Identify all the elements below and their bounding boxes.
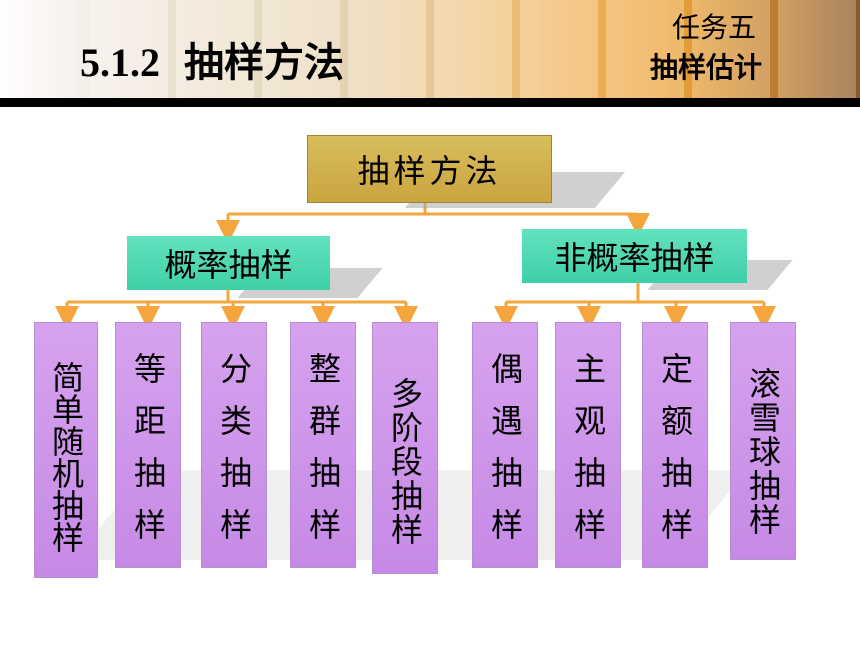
leaf-quota: 定额抽样 — [642, 322, 708, 568]
leaf-label: 偶遇抽样 — [486, 352, 524, 560]
page-title: 5.1.2 抽样方法 — [80, 30, 344, 88]
leaf-stratified: 分类抽样 — [201, 322, 267, 568]
leaf-multistage: 多阶段抽样 — [372, 322, 438, 574]
leaf-label: 等距抽样 — [129, 352, 167, 560]
header-photo-strip — [90, 0, 860, 98]
leaf-label: 多阶段抽样 — [386, 377, 424, 547]
header-banner — [0, 0, 860, 98]
leaf-accidental: 偶遇抽样 — [472, 322, 538, 568]
root-label: 抽样方法 — [357, 152, 502, 190]
leaf-label: 简单随机抽样 — [47, 361, 85, 553]
leaf-cluster: 整群抽样 — [290, 322, 356, 568]
category-label: 概率抽样 — [164, 246, 293, 284]
leaf-systematic: 等距抽样 — [115, 322, 181, 568]
task-title: 抽样估计 — [650, 51, 763, 84]
leaf-label: 主观抽样 — [569, 352, 607, 560]
task-label: 任务五 — [672, 11, 757, 44]
leaf-label: 分类抽样 — [215, 352, 253, 560]
category-non-probability: 非概率抽样 — [522, 229, 747, 283]
leaf-simple-random: 简单随机抽样 — [34, 322, 98, 578]
leaf-snowball: 滚雪球抽样 — [730, 322, 796, 560]
header-divider — [0, 98, 860, 107]
section-title: 抽样方法 — [184, 40, 344, 86]
category-probability: 概率抽样 — [127, 236, 330, 290]
section-number: 5.1.2 — [80, 40, 160, 85]
leaf-judgmental: 主观抽样 — [555, 322, 621, 568]
leaf-label: 滚雪球抽样 — [744, 367, 782, 537]
root-node: 抽样方法 — [307, 135, 552, 203]
leaf-label: 定额抽样 — [656, 352, 694, 560]
category-label: 非概率抽样 — [554, 239, 715, 277]
leaf-label: 整群抽样 — [304, 352, 342, 560]
